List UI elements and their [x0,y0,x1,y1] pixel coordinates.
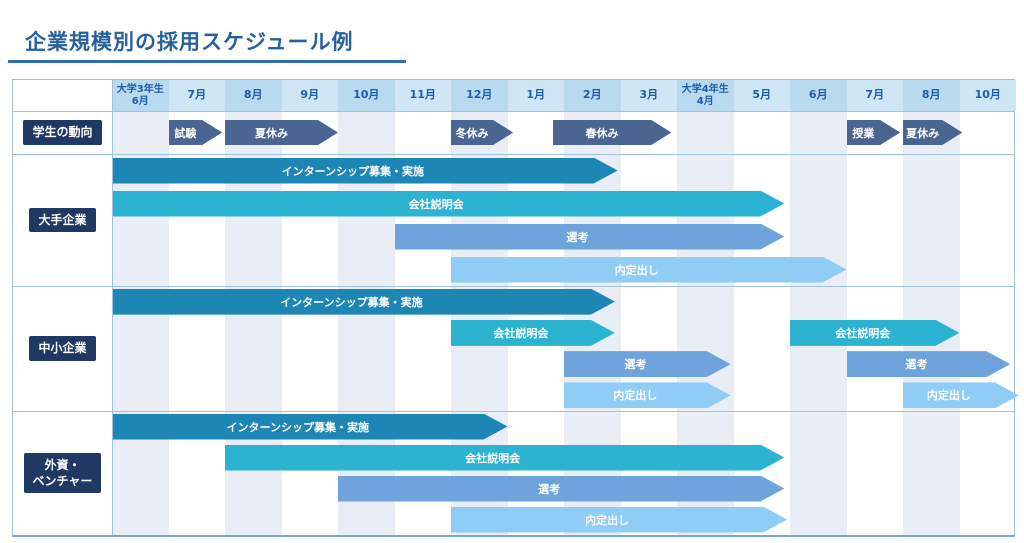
gantt-bar-label: 冬休み [455,126,489,140]
month-header-11: 大学4年生 4月 [677,80,734,111]
month-header-7: 12月 [451,80,508,111]
row-label: 学生の動向 [23,120,102,145]
gantt-bar-label: 会社説明会 [835,326,891,340]
gantt-bar-label: 内定出し [926,389,971,403]
month-header-9: 2月 [564,80,621,111]
gantt-bar-label: 春休み [585,126,619,140]
gantt-bar: 春休み [553,120,672,145]
gantt-bar-label: 内定出し [614,263,659,277]
gantt-bar-label: 選考 [566,230,589,244]
gantt-bar: 会社説明会 [112,191,784,217]
row-label-cell: 中小企業 [13,286,112,411]
month-header-2: 7月 [168,80,225,111]
gantt-bar: インターンシップ募集・実施 [112,158,618,184]
gantt-bar: 内定出し [451,507,787,533]
row-label-cell: 外資・ ベンチャー [13,411,112,535]
header-bottom-line [13,111,1014,112]
month-header-16: 10月 [959,80,1016,111]
month-header-1: 大学3年生 6月 [112,80,169,111]
gantt-bar: 会社説明会 [225,445,784,471]
gantt-bar: 夏休み [225,120,338,145]
month-header-8: 1月 [507,80,564,111]
column-stripe [677,111,734,535]
row-divider-1 [13,154,1014,155]
gantt-bar-label: インターンシップ募集・実施 [281,164,425,178]
gantt-bar: 内定出し [451,257,847,283]
gantt-bar: 授業 [847,120,901,145]
label-column-line [112,80,113,535]
row-divider-3 [13,411,1014,412]
gantt-bar-label: 会社説明会 [408,197,464,211]
month-header-3: 8月 [225,80,282,111]
gantt-bar: インターンシップ募集・実施 [112,289,615,315]
month-header-6: 11月 [394,80,451,111]
gantt-bar-label: 試験 [174,126,197,140]
row-label: 外資・ ベンチャー [23,452,102,494]
gantt-bar-label: 内定出し [585,513,630,527]
row-label-cell: 大手企業 [13,154,112,286]
gantt-bar: 会社説明会 [451,320,615,346]
gantt-bar: 内定出し [564,382,731,408]
gantt-bar: 選考 [847,351,1011,377]
month-header-15: 8月 [903,80,960,111]
month-header-14: 7月 [846,80,903,111]
gantt-bar-label: 選考 [624,358,647,372]
gantt-bar: 選考 [338,476,784,502]
month-header-10: 3月 [620,80,677,111]
gantt-bar: 試験 [169,120,223,145]
row-label-cell: 学生の動向 [13,111,112,154]
row-label: 中小企業 [29,336,96,361]
month-header-5: 10月 [338,80,395,111]
page-title: 企業規模別の採用スケジュール例 [25,30,354,54]
gantt-bar-label: 会社説明会 [493,326,549,340]
gantt-bar-label: 選考 [538,482,561,496]
row-divider-2 [13,286,1014,287]
gantt-bar-label: インターンシップ募集・実施 [226,420,369,434]
title-underline [8,60,406,63]
month-header-12: 5月 [733,80,790,111]
gantt-bar: インターンシップ募集・実施 [112,414,508,440]
gantt-bar: 内定出し [903,382,1019,408]
gantt-bar-label: 夏休み [906,126,940,140]
gantt-bar: 選考 [395,224,785,250]
gantt-bar-label: 内定出し [613,389,658,403]
gantt-bar-label: インターンシップ募集・実施 [280,295,423,309]
month-header-4: 9月 [281,80,338,111]
month-header-13: 6月 [790,80,847,111]
gantt-bar-label: 夏休み [255,126,288,140]
gantt-bar: 選考 [564,351,731,377]
gantt-bar: 会社説明会 [790,320,960,346]
gantt-bar-label: 選考 [905,358,928,372]
gantt-bar-label: 会社説明会 [465,451,521,465]
row-label: 大手企業 [29,207,96,233]
gantt-bar-label: 授業 [852,126,875,140]
